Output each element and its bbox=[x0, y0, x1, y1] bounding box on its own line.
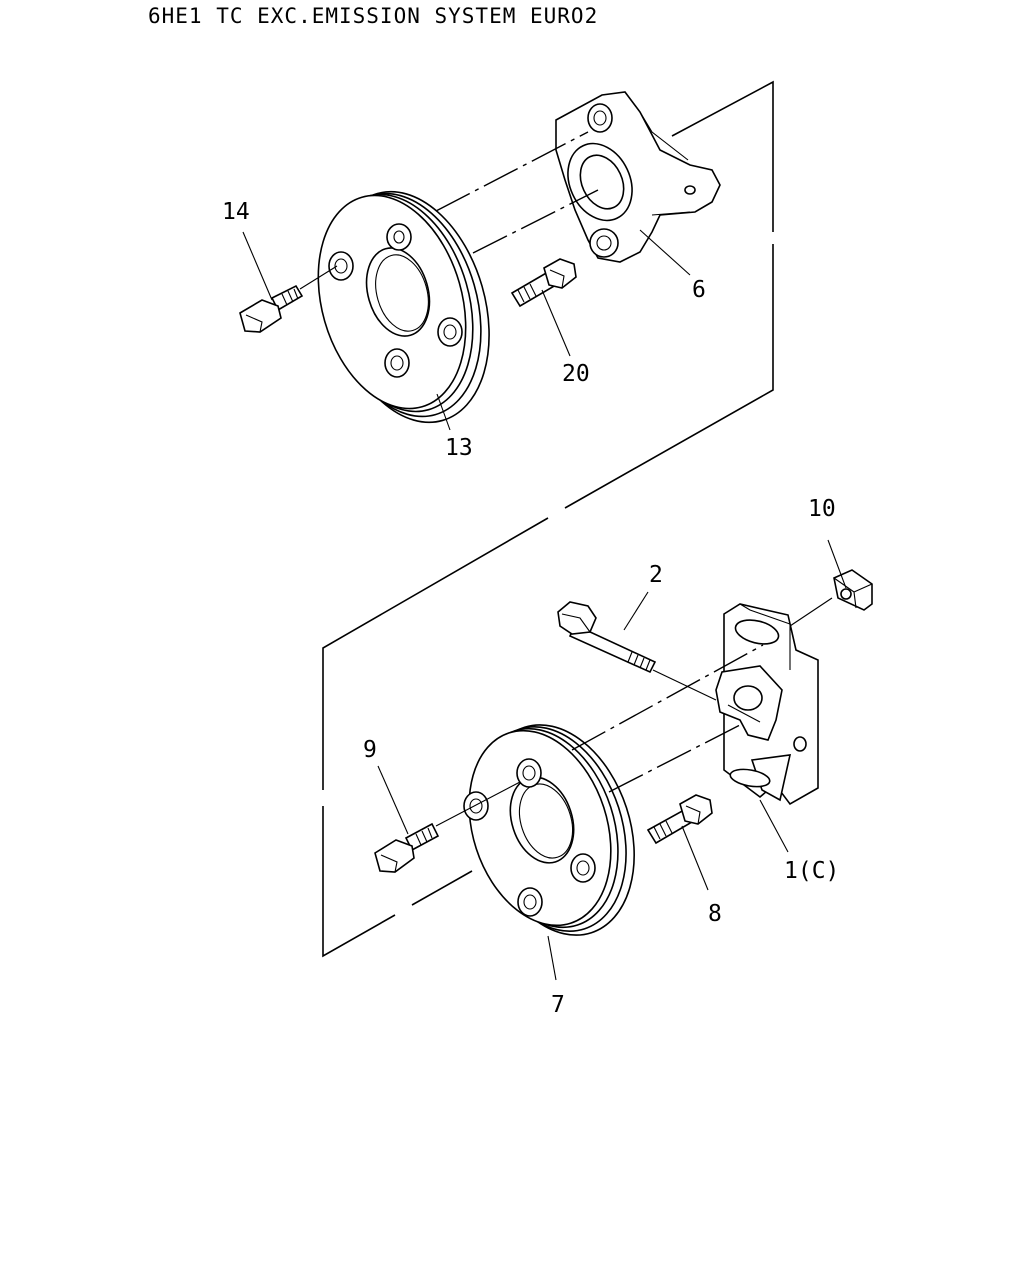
diagram-title: 6HE1 TC EXC.EMISSION SYSTEM EURO2 bbox=[148, 4, 599, 28]
callout-14: 14 bbox=[222, 199, 250, 225]
callout-2: 2 bbox=[649, 562, 663, 588]
callout-20: 20 bbox=[562, 361, 590, 387]
assembly-frame bbox=[322, 80, 774, 958]
callout-13: 13 bbox=[445, 435, 473, 461]
callout-1c: 1(C) bbox=[784, 858, 839, 884]
lower-centre-lines bbox=[435, 597, 833, 827]
callout-7: 7 bbox=[551, 992, 565, 1018]
part-6-bracket bbox=[555, 91, 721, 263]
part-8-bolt bbox=[646, 794, 713, 845]
part-1c-plate bbox=[715, 603, 819, 806]
callout-8: 8 bbox=[708, 901, 722, 927]
part-14-bolt bbox=[239, 284, 304, 333]
upper-centre-lines bbox=[299, 131, 599, 290]
part-2-bolt bbox=[557, 601, 657, 674]
callout-9: 9 bbox=[363, 737, 377, 763]
callout-6: 6 bbox=[692, 277, 706, 303]
part-10-nut bbox=[833, 569, 873, 611]
part-20-bolt bbox=[510, 258, 577, 308]
part-13-disc bbox=[317, 190, 490, 424]
upper-leaders bbox=[242, 229, 691, 431]
callout-10: 10 bbox=[808, 496, 836, 522]
part-9-bolt bbox=[374, 822, 440, 873]
lower-leaders bbox=[377, 539, 847, 981]
part-7-disc bbox=[463, 724, 635, 936]
